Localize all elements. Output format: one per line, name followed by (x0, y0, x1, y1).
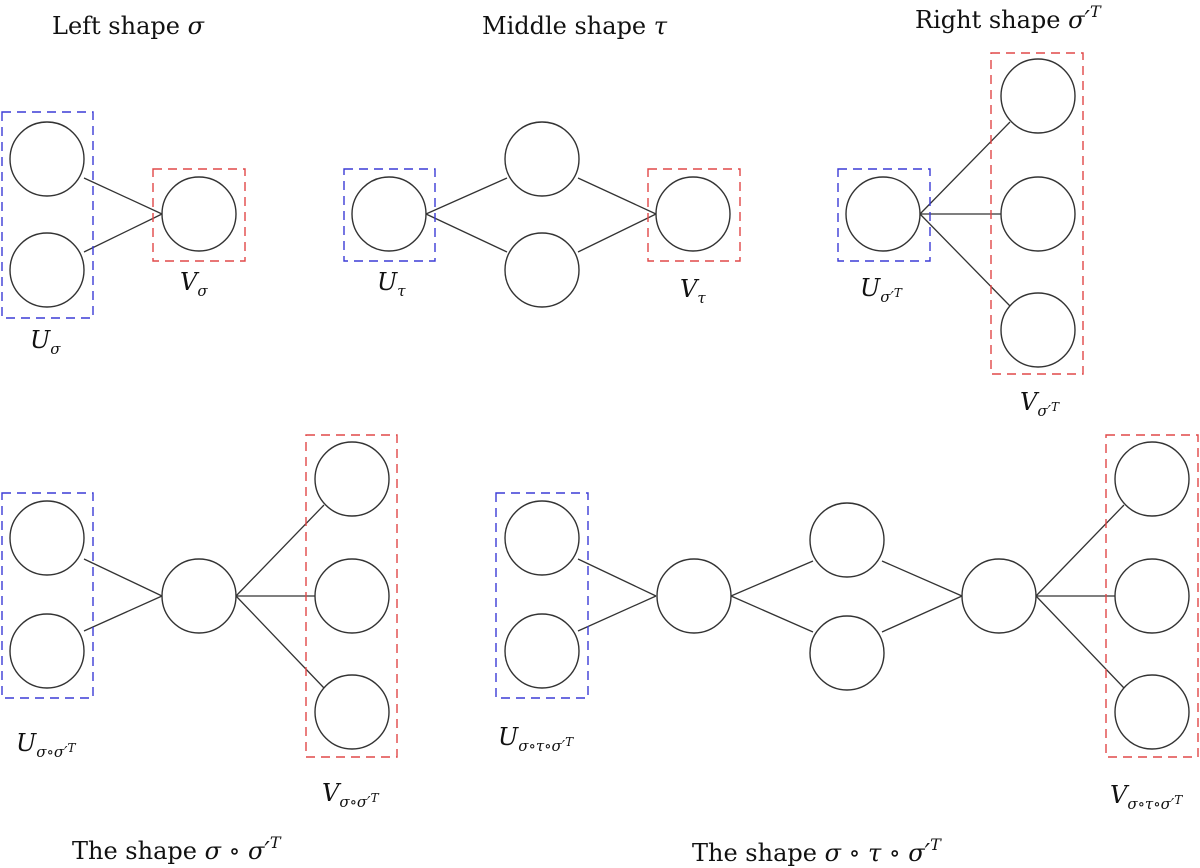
edge (881, 595, 963, 633)
edge (881, 560, 963, 597)
label-u-tau: Uτ (377, 268, 406, 300)
vertex (504, 232, 580, 308)
vertex (656, 558, 732, 634)
label-u-sigma: Uσ (30, 326, 61, 358)
label-v-sigma: Vσ (180, 268, 208, 300)
vertex (1114, 441, 1190, 517)
u-set-box (1, 111, 94, 319)
u-set-box (837, 168, 931, 262)
label-v-tau: Vτ (680, 275, 706, 307)
edge (577, 595, 657, 632)
title-composite-large: The shape σ ∘ τ ∘ σ′T (692, 835, 942, 867)
v-set-box (1105, 434, 1199, 758)
v-set-box (647, 168, 741, 262)
vertex (1000, 176, 1076, 252)
label-v-composite-large: Vσ∘τ∘σ′T (1110, 781, 1183, 813)
edge (1035, 504, 1125, 597)
u-set-box (1, 492, 94, 699)
edge (235, 595, 325, 689)
vertex (504, 613, 580, 689)
vertex (655, 176, 731, 252)
vertex (845, 176, 921, 252)
title-left-shape: Left shape σ (52, 12, 205, 40)
vertex (1000, 58, 1076, 134)
u-set-box (495, 492, 589, 699)
composite-shape-large (495, 434, 1199, 758)
edge (577, 213, 657, 253)
vertex (961, 558, 1037, 634)
edge (577, 177, 657, 215)
vertex (161, 176, 237, 252)
vertex (1000, 292, 1076, 368)
right-shape (837, 52, 1084, 375)
vertex (9, 613, 85, 689)
vertex (504, 121, 580, 197)
edge (1035, 595, 1125, 689)
edge (919, 121, 1011, 215)
vertex (9, 121, 85, 197)
vertex (161, 558, 237, 634)
edge (83, 558, 163, 597)
vertex (351, 176, 427, 252)
label-v-sigma-prime-t: Vσ′T (1020, 388, 1060, 420)
vertex (9, 232, 85, 308)
edge (577, 558, 657, 597)
edge (919, 213, 1011, 307)
edge (83, 177, 163, 215)
v-set-box (305, 434, 398, 758)
label-u-composite-small: Uσ∘σ′T (16, 729, 76, 761)
left-shape (1, 111, 246, 319)
label-v-composite-small: Vσ∘σ′T (322, 779, 380, 811)
vertex (9, 500, 85, 576)
vertex (1114, 558, 1190, 634)
vertex (809, 615, 885, 691)
edge (235, 504, 325, 597)
middle-shape (343, 121, 741, 308)
title-right-shape: Right shape σ′T (915, 2, 1102, 34)
vertex (314, 558, 390, 634)
v-set-box (990, 52, 1084, 375)
title-middle-shape: Middle shape τ (482, 12, 668, 40)
vertex (809, 502, 885, 578)
edge (83, 595, 163, 632)
vertex (314, 674, 390, 750)
edge (730, 560, 814, 597)
label-u-composite-large: Uσ∘τ∘σ′T (498, 723, 574, 755)
title-composite-small: The shape σ ∘ σ′T (72, 833, 282, 865)
label-u-sigma-prime-t: Uσ′T (860, 274, 903, 306)
edge (425, 213, 508, 253)
v-set-box (152, 168, 246, 262)
composite-shape-small (1, 434, 398, 758)
vertex (314, 441, 390, 517)
edge (83, 213, 163, 253)
vertex (1114, 674, 1190, 750)
vertex (504, 500, 580, 576)
edge (425, 177, 508, 215)
edge (730, 595, 814, 633)
u-set-box (343, 168, 436, 262)
